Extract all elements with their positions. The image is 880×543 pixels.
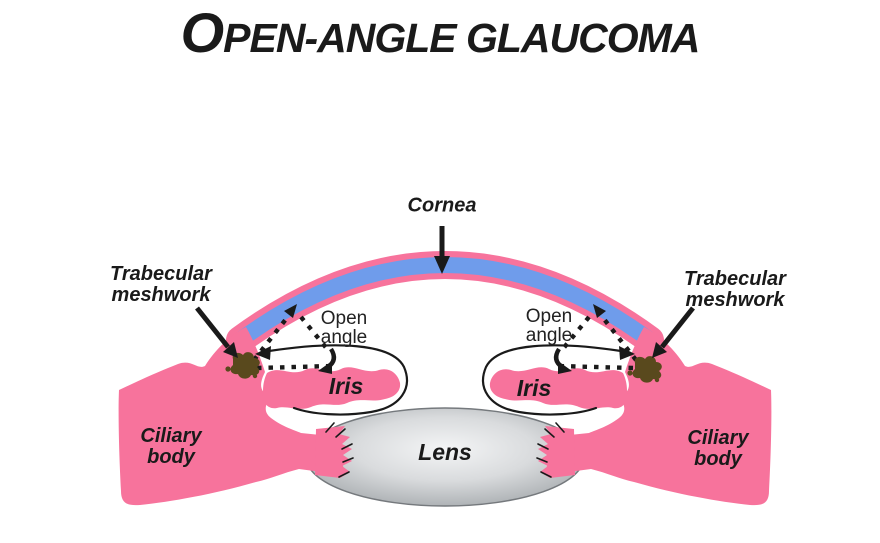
cornea-shape — [226, 251, 664, 354]
trabecular-arrow-left — [195, 306, 238, 358]
aqueous-flow-arrow-left — [255, 344, 409, 416]
title-initial: O — [180, 1, 225, 64]
label-iris-left: Iris — [328, 372, 364, 399]
open-angle-triangle-right — [553, 304, 638, 374]
triangle-apex-arrowhead-left — [284, 304, 297, 318]
iris-right-shape — [489, 367, 628, 409]
cornea-arrow — [434, 226, 450, 274]
open-angle-triangle-left — [252, 304, 337, 374]
trabecular-meshwork-right-blob — [627, 356, 662, 383]
triangle-hook-arrowhead-left — [318, 361, 332, 374]
triangle-apex-arrowhead-right — [593, 304, 606, 318]
zonule-fibers-right — [536, 422, 575, 478]
trabecular-arrow-right — [652, 306, 695, 358]
page-title: OPEN-ANGLE GLAUCOMA — [0, 1, 880, 64]
label-open-angle-right: Open angle — [525, 306, 573, 346]
zonule-fibers-left — [315, 422, 354, 478]
label-open-angle-left: Open angle — [320, 308, 368, 348]
label-iris-right: Iris — [516, 374, 552, 401]
flow-arrowhead-left — [255, 346, 271, 360]
label-trabecular-meshwork-right: Trabecular meshwork — [684, 268, 786, 311]
title-rest: PEN-ANGLE GLAUCOMA — [223, 15, 700, 61]
flow-arrowhead-right — [619, 346, 635, 360]
aqueous-flow-arrow-right — [481, 344, 635, 416]
ciliary-body-right-shape — [546, 327, 772, 506]
iris-left-shape — [262, 367, 401, 409]
ciliary-body-left-shape — [118, 327, 344, 506]
trabecular-meshwork-left-blob — [225, 352, 260, 379]
label-cornea: Cornea — [407, 194, 477, 217]
label-ciliary-body-right: Ciliary body — [687, 427, 749, 470]
label-lens: Lens — [418, 438, 472, 465]
label-ciliary-body-left: Ciliary body — [140, 425, 202, 468]
label-trabecular-meshwork-left: Trabecular meshwork — [110, 263, 212, 306]
triangle-hook-arrowhead-right — [558, 361, 572, 374]
